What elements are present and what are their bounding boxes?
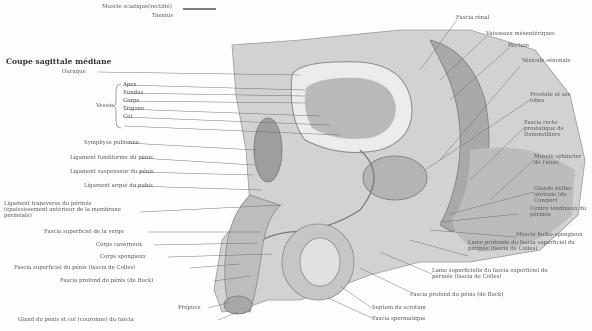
label-bulbo-spongieux: Muscle bulbo-spongieux	[516, 232, 582, 238]
label-lame-superficielle: Lame superficielle du fascia superficiel…	[432, 268, 552, 280]
label-lig-arque: Ligament arqué du pubis	[84, 183, 153, 189]
label-top-2: Taenius	[152, 13, 173, 19]
prostate	[363, 156, 427, 200]
label-lig-suspenseur: Ligament suspenseur du pénis	[70, 169, 154, 175]
label-prostate: Prostate et ses lobes	[530, 92, 582, 104]
label-corps-spongieux: Corps spongieux	[100, 254, 146, 260]
label-centre-tendineux: Centre tendineux du périnée	[530, 206, 588, 218]
label-denonvilliers: Fascia recto-prostatique de Denonvillier…	[524, 120, 588, 138]
label-col: Col	[123, 114, 132, 120]
label-fascia-buck-left: Fascia profond du pénis (de Buck)	[60, 278, 153, 284]
label-corps-caverneux: Corps caverneux	[96, 242, 142, 248]
label-ouraque: Ouraque	[62, 69, 86, 75]
label-corps: Corps	[123, 98, 139, 104]
label-trigone: Trigone	[123, 106, 144, 112]
glans	[224, 296, 252, 314]
figure-title: Coupe sagittale médiane	[6, 57, 111, 66]
pubic-symphysis	[254, 118, 282, 182]
label-vaisseaux: Vaisseaux mésentériques	[486, 31, 555, 37]
label-fascia-superficiel-verge: Fascia superficiel de la verge	[44, 229, 124, 235]
label-septum: Septum du scrotum	[372, 305, 426, 311]
label-lame-profonde: Lame profonde du fascia superficiel du p…	[468, 240, 586, 252]
label-symphyse: Symphyse pubienne	[84, 140, 139, 146]
label-lig-fundiforme: Ligament fundiforme du pénis	[70, 155, 153, 161]
testis	[300, 238, 340, 286]
label-fascia-colles-penis: Fascia superficiel du pénis (fascia de C…	[14, 265, 135, 271]
label-fascia-spermatique: Fascia spermatique	[372, 316, 425, 322]
label-fascia-buck-right: Fascia profond du pénis (de Buck)	[410, 292, 503, 298]
label-gland: Gland du pénis et col (couronne) du fasc…	[18, 317, 134, 323]
label-cowper: Glande bulbo-urétrale (de Cowper)	[534, 186, 588, 204]
label-sphincter: Muscle sphincter de l'anus	[534, 154, 586, 166]
label-lig-transverse: Ligament transverse du périnée (épaissis…	[4, 201, 136, 219]
label-fascia-renal: Fascia rénal	[456, 15, 489, 21]
label-prepuce: Prépuce	[178, 305, 201, 311]
label-vessie: Vessie	[96, 103, 113, 109]
label-rectum: Rectum	[508, 43, 529, 49]
label-top-1: Muscle sciatique(rectifié)	[102, 4, 172, 10]
vessie-brace	[112, 84, 121, 128]
label-fundus: Fundus	[123, 90, 143, 96]
label-apex: Apex	[123, 82, 137, 88]
bladder-cavity	[305, 78, 396, 139]
label-vesicule: Vésicule séminale	[522, 58, 580, 64]
